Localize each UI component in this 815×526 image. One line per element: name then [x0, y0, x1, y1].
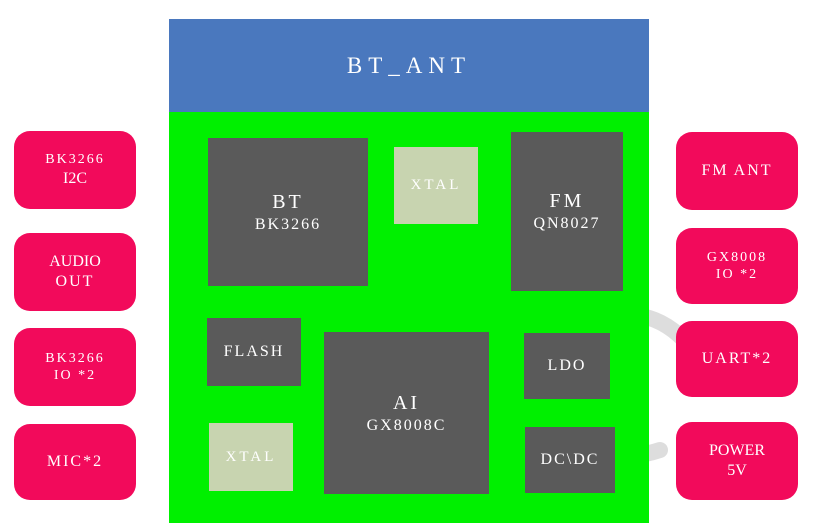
pill-line2: IO *2 [53, 368, 97, 383]
pill-mic: MIC*2 [14, 424, 136, 500]
bt-chip-part: BK3266 [254, 215, 322, 233]
pill-power: POWER 5V [676, 422, 798, 500]
pill-line1: UART*2 [701, 350, 773, 367]
ai-chip-part: GX8008C [366, 416, 447, 434]
pill-line2: IO *2 [715, 267, 759, 282]
fm-chip-part: QN8027 [533, 215, 601, 232]
bt-chip-title: BT [272, 190, 304, 213]
bt-antenna: BT_ANT [169, 19, 649, 112]
fm-chip: FM QN8027 [511, 132, 623, 291]
pill-line1: POWER [709, 442, 765, 459]
ldo-chip-label: LDO [547, 357, 587, 374]
dcdc-chip: DC\DC [525, 427, 615, 493]
pill-uart: UART*2 [676, 321, 798, 397]
flash-chip-label: FLASH [223, 343, 285, 360]
ai-chip-title: AI [392, 391, 421, 414]
dcdc-chip-label: DC\DC [540, 451, 600, 468]
pill-line2: OUT [55, 273, 95, 290]
fm-chip-title: FM [549, 190, 585, 212]
xtal-bottom: XTAL [209, 423, 293, 491]
xtal-bottom-label: XTAL [225, 448, 277, 465]
pill-bk3266-io: BK3266 IO *2 [14, 328, 136, 406]
pill-gx8008-io: GX8008 IO *2 [676, 228, 798, 304]
pill-audio-out: AUDIO OUT [14, 233, 136, 311]
pill-line1: BK3266 [45, 152, 105, 168]
ldo-chip: LDO [524, 333, 610, 399]
pill-line2: 5V [727, 462, 747, 479]
ai-chip: AI GX8008C [324, 332, 489, 494]
pill-line2: I2C [63, 169, 87, 187]
pill-fm-ant: FM ANT [676, 132, 798, 210]
bt-antenna-label: BT_ANT [346, 52, 472, 78]
pill-line1: AUDIO [49, 253, 101, 270]
pill-line1: MIC*2 [46, 453, 104, 470]
pill-bk3266-i2c: BK3266 I2C [14, 131, 136, 209]
pill-line1: FM ANT [701, 162, 773, 179]
flash-chip: FLASH [207, 318, 301, 386]
pill-line1: GX8008 [706, 249, 768, 265]
bt-chip: BT BK3266 [208, 138, 368, 286]
xtal-top-label: XTAL [410, 177, 462, 193]
xtal-top: XTAL [394, 147, 478, 224]
pill-line1: BK3266 [45, 350, 105, 366]
